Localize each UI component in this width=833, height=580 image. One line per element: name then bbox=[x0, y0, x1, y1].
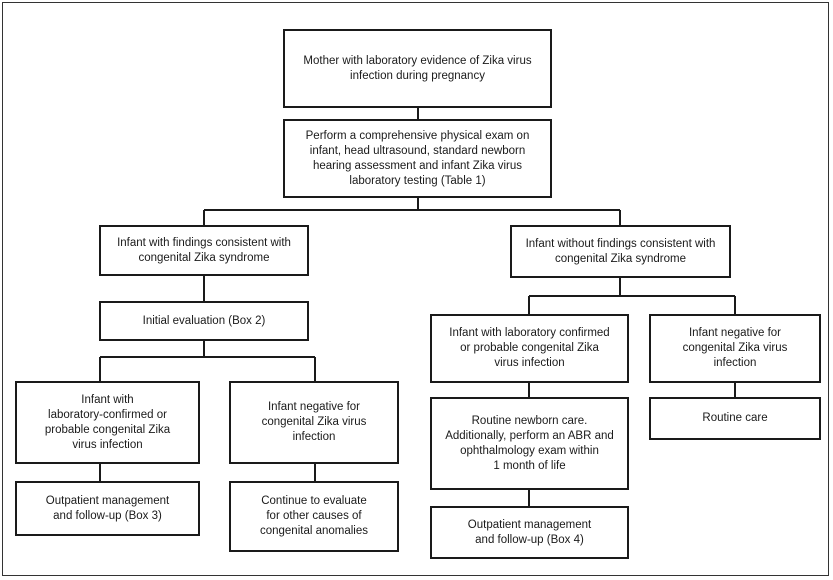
initial-evaluation-box: Initial evaluation (Box 2) bbox=[99, 301, 309, 341]
without-findings-box: Infant without findings consistent with … bbox=[510, 225, 731, 278]
mother-box: Mother with laboratory evidence of Zika … bbox=[283, 29, 552, 108]
routine-newborn-care-box: Routine newborn care. Additionally, perf… bbox=[430, 397, 629, 490]
left-outpatient-box: Outpatient management and follow-up (Box… bbox=[15, 481, 200, 536]
routine-care-box: Routine care bbox=[649, 397, 821, 440]
exam-box: Perform a comprehensive physical exam on… bbox=[283, 119, 552, 198]
right-outpatient-box: Outpatient management and follow-up (Box… bbox=[430, 506, 629, 559]
right-negative-box: Infant negative for congenital Zika viru… bbox=[649, 314, 821, 383]
continue-evaluate-box: Continue to evaluate for other causes of… bbox=[229, 481, 399, 552]
right-confirmed-box: Infant with laboratory confirmed or prob… bbox=[430, 314, 629, 383]
left-confirmed-box: Infant with laboratory-confirmed or prob… bbox=[15, 381, 200, 464]
left-negative-box: Infant negative for congenital Zika viru… bbox=[229, 381, 399, 464]
findings-consistent-box: Infant with findings consistent with con… bbox=[99, 225, 309, 276]
